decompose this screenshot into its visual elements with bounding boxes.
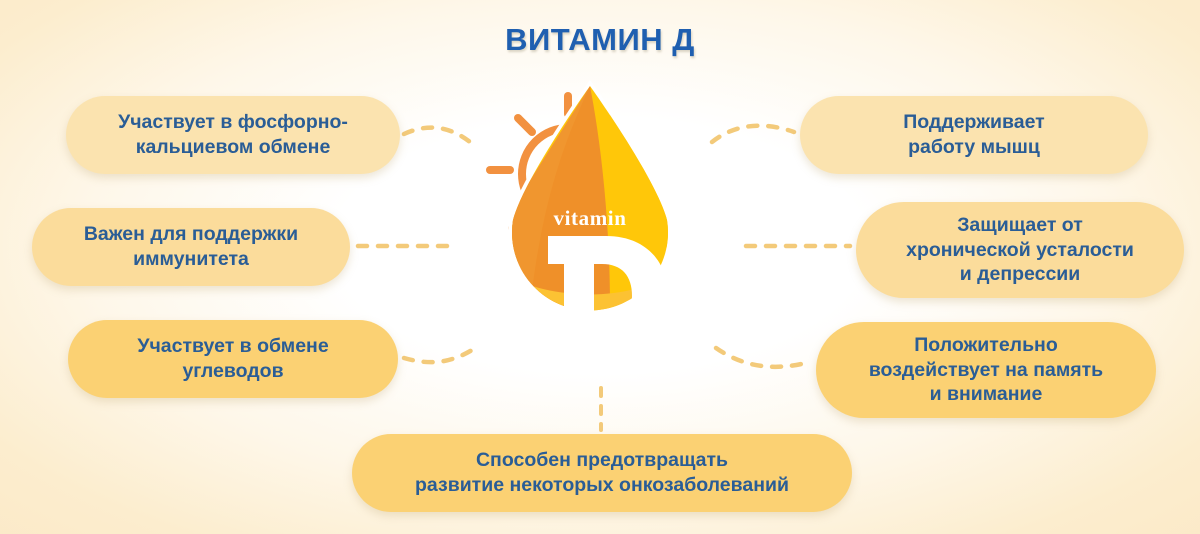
benefit-pill-memory-attention[interactable]: Положительно воздействует на память и вн…: [816, 322, 1156, 418]
benefit-text-carbohydrates: Участвует в обмене углеводов: [137, 335, 329, 382]
benefit-text-oncology: Способен предотвращать развитие некоторы…: [415, 449, 789, 496]
benefit-text-memory-attention: Положительно воздействует на память и вн…: [868, 333, 1104, 406]
connector-memory: [713, 345, 813, 370]
connector-muscles: [709, 123, 797, 145]
benefit-pill-oncology[interactable]: Способен предотвращать развитие некоторы…: [352, 434, 852, 512]
benefit-text-phosphorus-calcium: Участвует в фосфорно- кальциевом обмене: [118, 111, 348, 158]
benefit-text-immunity: Важен для поддержки иммунитета: [83, 223, 299, 270]
benefit-text-fatigue-depression: Защищает от хронической усталости и депр…: [906, 213, 1134, 286]
letter-d-shape: [548, 236, 668, 348]
connector-carbs: [401, 347, 475, 365]
vitamin-d-droplet-graphic: vitamin: [460, 78, 720, 348]
benefit-pill-fatigue-depression[interactable]: Защищает от хронической усталости и депр…: [856, 202, 1184, 298]
benefit-pill-carbohydrates[interactable]: Участвует в обмене углеводов: [68, 320, 398, 398]
page-title: ВИТАМИН Д: [505, 22, 695, 57]
benefit-text-muscles: Поддерживает работу мышц: [903, 111, 1045, 158]
benefit-pill-immunity[interactable]: Важен для поддержки иммунитета: [32, 208, 350, 286]
vitamin-wordmark: vitamin: [553, 206, 627, 230]
benefit-pill-muscles[interactable]: Поддерживает работу мышц: [800, 96, 1148, 174]
benefit-pill-phosphorus-calcium[interactable]: Участвует в фосфорно- кальциевом обмене: [66, 96, 400, 174]
